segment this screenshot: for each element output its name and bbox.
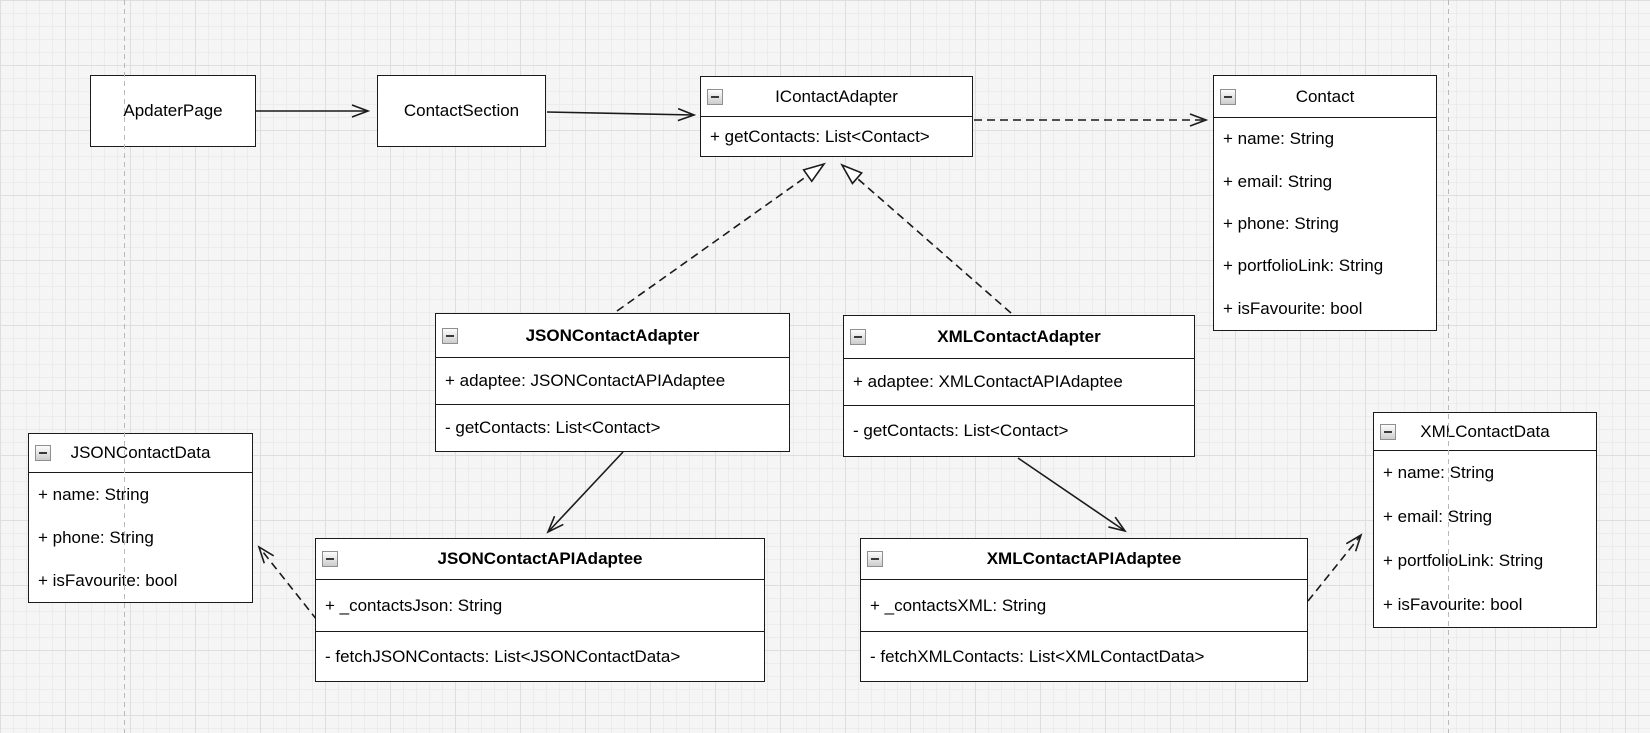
class-icontactadapter-title: IContactAdapter [701,77,972,117]
attribute-row: + name: String [38,484,150,504]
attribute-row: + portfolioLink: String [1223,256,1384,276]
class-icontactadapter[interactable]: IContactAdapter + getContacts: List<Cont… [700,76,973,157]
edge-association-jsoncontactadapter-jsoncontactapiadaptee[interactable] [546,451,624,534]
attribute-row: + isFavourite: bool [1223,298,1363,318]
class-jsoncontactdata-title: JSONContactData [29,434,252,473]
method-row: - fetchJSONContacts: List<JSONContactDat… [325,646,681,666]
class-xmlcontactadapter[interactable]: XMLContactAdapter + adaptee: XMLContactA… [843,315,1195,457]
attribute-row: + _contactsJson: String [325,595,503,615]
node-contact-section-label: ContactSection [403,101,520,120]
class-xmlcontactapiadaptee-title: XMLContactAPIAdaptee [861,539,1307,580]
edge-realization-jsoncontactadapter-icontactadapter[interactable] [616,162,826,312]
attribute-row: + adaptee: XMLContactAPIAdaptee [853,372,1123,391]
attribute-row: + name: String [1223,129,1335,149]
class-contact[interactable]: Contact + name: String + email: String +… [1213,75,1437,331]
collapse-icon[interactable] [850,329,866,345]
node-adapter-page[interactable]: ApdaterPage [90,75,256,147]
node-contact-section[interactable]: ContactSection [377,75,546,147]
attribute-row: + portfolioLink: String [1383,551,1544,570]
class-jsoncontactapiadaptee-title: JSONContactAPIAdaptee [316,539,764,580]
attribute-row: + name: String [1383,463,1495,482]
class-jsoncontactdata[interactable]: JSONContactData + name: String + phone: … [28,433,253,603]
class-jsoncontactadapter-title: JSONContactAdapter [436,314,789,358]
attribute-row: + adaptee: JSONContactAPIAdaptee [445,371,726,390]
class-xmlcontactadapter-title: XMLContactAdapter [844,316,1194,359]
method-row: - getContacts: List<Contact> [445,418,661,437]
method-row: - fetchXMLContacts: List<XMLContactData> [870,646,1205,666]
edge-dependency-jsoncontactapiadaptee-jsoncontactdata[interactable] [257,545,318,621]
collapse-icon[interactable] [1380,423,1396,440]
edge-association-contactsection-icontactadapter[interactable] [546,107,697,122]
class-jsoncontactapiadaptee[interactable]: JSONContactAPIAdaptee + _contactsJson: S… [315,538,765,682]
attribute-row: + isFavourite: bool [38,570,178,590]
collapse-icon[interactable] [322,551,338,567]
attribute-row: + phone: String [1223,213,1339,233]
collapse-icon[interactable] [1220,88,1236,105]
attribute-row: + email: String [1223,171,1333,191]
class-xmlcontactdata[interactable]: XMLContactData + name: String + email: S… [1373,412,1597,628]
attribute-row: + phone: String [38,527,154,547]
collapse-icon[interactable] [35,445,51,461]
class-contact-title: Contact [1214,76,1436,118]
attribute-row: + isFavourite: bool [1383,595,1523,614]
edge-realization-xmlcontactadapter-icontactadapter[interactable] [840,163,1012,314]
method-row: - getContacts: List<Contact> [853,421,1069,440]
node-adapter-page-label: ApdaterPage [123,101,223,120]
class-xmlcontactapiadaptee[interactable]: XMLContactAPIAdaptee + _contactsXML: Str… [860,538,1308,682]
edge-association-xmlcontactadapter-xmlcontactapiadaptee[interactable] [1017,457,1127,533]
method-row: + getContacts: List<Contact> [710,126,930,146]
collapse-icon[interactable] [867,551,883,567]
attribute-row: + _contactsXML: String [870,595,1047,615]
collapse-icon[interactable] [707,88,723,105]
edge-dependency-xmlcontactapiadaptee-xmlcontactdata[interactable] [1307,533,1363,602]
class-xmlcontactdata-title: XMLContactData [1374,413,1596,451]
attribute-row: + email: String [1383,507,1493,526]
collapse-icon[interactable] [442,327,458,344]
class-jsoncontactadapter[interactable]: JSONContactAdapter + adaptee: JSONContac… [435,313,790,452]
